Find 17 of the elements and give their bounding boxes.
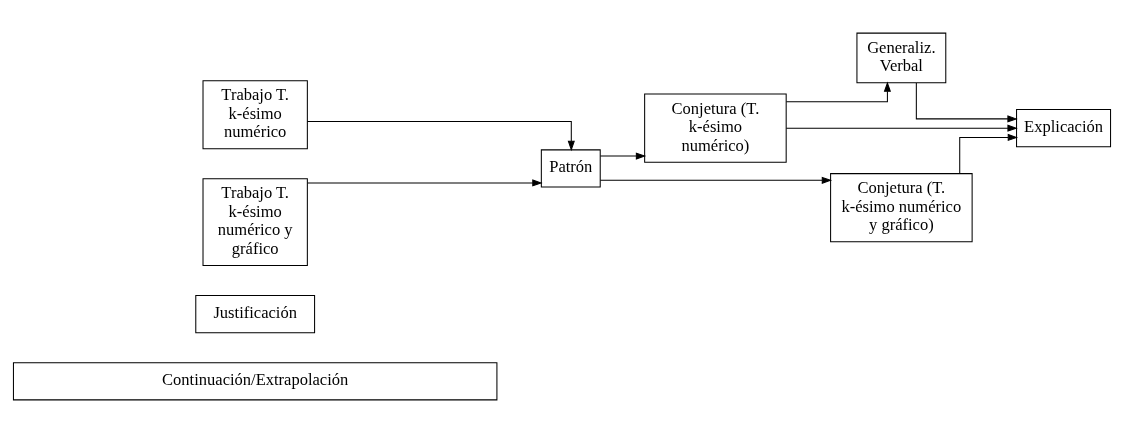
node-box: Trabajo T. k-ésimo numérico y gráfico — [202, 178, 308, 267]
arrow — [599, 176, 833, 184]
node-box: Patrón — [540, 149, 601, 188]
node-box: Conjetura (T. k-ésimo numérico) — [644, 93, 787, 163]
node-box: Explicación — [1016, 109, 1112, 148]
node-box: Conjetura (T. k-ésimo numérico y gráfico) — [830, 173, 973, 243]
arrow — [915, 82, 1018, 123]
arrow — [599, 152, 647, 160]
arrow — [959, 133, 1019, 174]
node-box: Continuación/Extrapolación — [12, 362, 498, 401]
arrow — [307, 179, 543, 187]
node-box: Trabajo T. k-ésimo numérico — [202, 80, 308, 150]
node-box: Generaliz. Verbal — [856, 32, 947, 84]
arrow — [785, 124, 1018, 132]
arrow — [785, 81, 892, 103]
node-box: Justificación — [195, 295, 316, 334]
arrow — [306, 120, 575, 152]
